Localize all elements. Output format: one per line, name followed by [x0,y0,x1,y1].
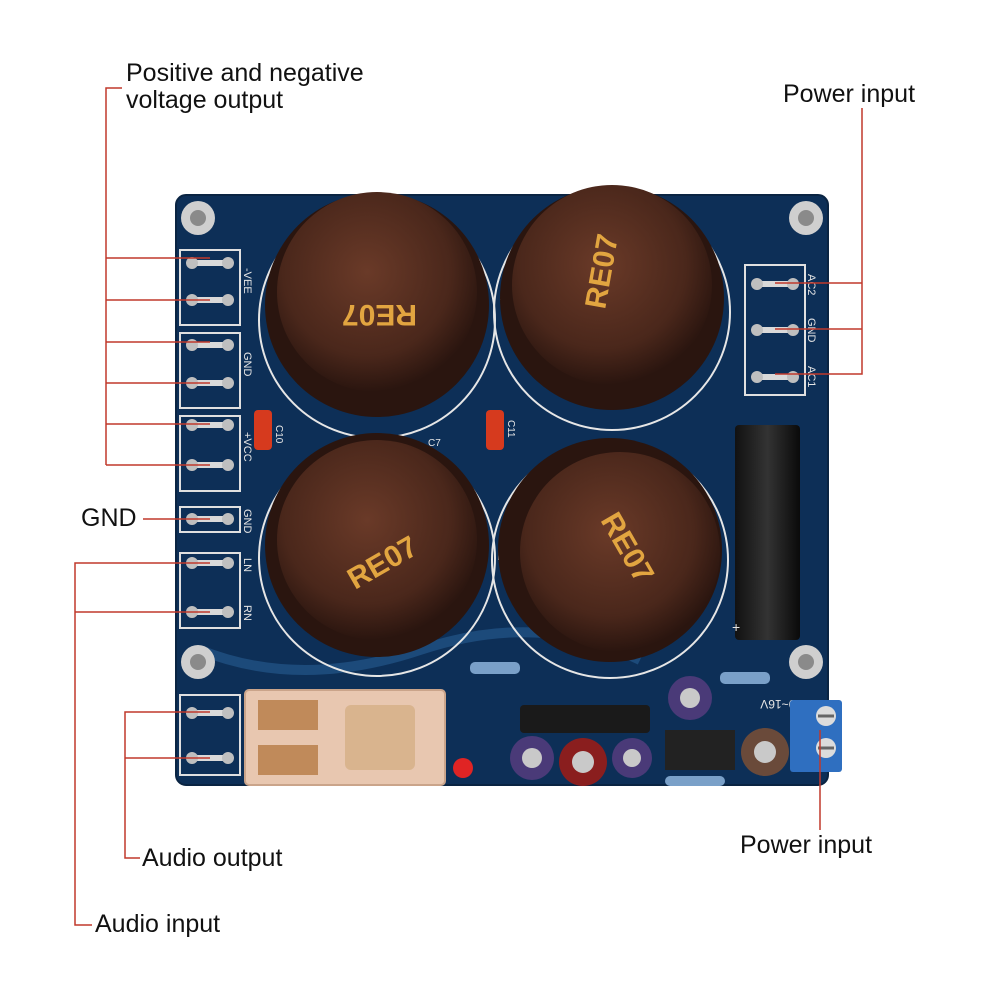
mounting-hole-ml [181,645,215,679]
red-capacitor-c11 [486,410,504,450]
label-pos-neg-output-line2: voltage output [126,86,284,114]
label-power-input-top: Power input [783,80,916,108]
leader-lines [74,87,863,926]
capacitor-2: RE07 [500,185,724,410]
mounting-hole-tr [789,201,823,235]
silk-gnd-1: GND [241,352,253,377]
silk-c10: C10 [273,425,284,444]
left-terminals [179,249,241,776]
silk-c7: C7 [428,438,441,449]
silk-rn: RN [241,605,253,621]
label-audio-output: Audio output [142,844,283,872]
resistor-3 [665,776,725,786]
ac-terminal-box [744,264,806,396]
silk-ac2: AC2 [805,274,817,295]
electrolytic-capacitors [510,676,789,786]
silk-gnd-2: GND [241,509,253,534]
led [453,758,473,778]
mounting-hole-tl [181,201,215,235]
resistor-2 [720,672,770,684]
capacitor-1-marking: RE07 [342,298,417,331]
silk-vee: -VEE [241,268,253,294]
silk-c11: C11 [505,420,516,438]
capacitor-4: RE07 [498,438,722,662]
mounting-hole-mr [789,645,823,679]
silk-ln: LN [241,558,253,572]
red-capacitor-c10 [254,410,272,450]
silk-gnd-ac: GND [805,318,817,343]
bridge-rectifier [735,425,800,640]
label-gnd: GND [81,504,137,532]
regulator [520,705,650,733]
capacitor-1: RE07 [265,192,489,417]
screw-terminal-block [790,700,842,772]
capacitor-3: RE07 [265,433,489,657]
transistor [665,730,735,770]
silk-vcc: +VCC [241,432,253,462]
label-power-input-bottom: Power input [740,831,873,859]
label-audio-input: Audio input [95,910,221,938]
resistor-1 [470,662,520,674]
label-pos-neg-output-line1: Positive and negative [126,59,364,87]
silk-ac1: AC1 [805,366,817,387]
silk-plus: + [732,619,740,635]
